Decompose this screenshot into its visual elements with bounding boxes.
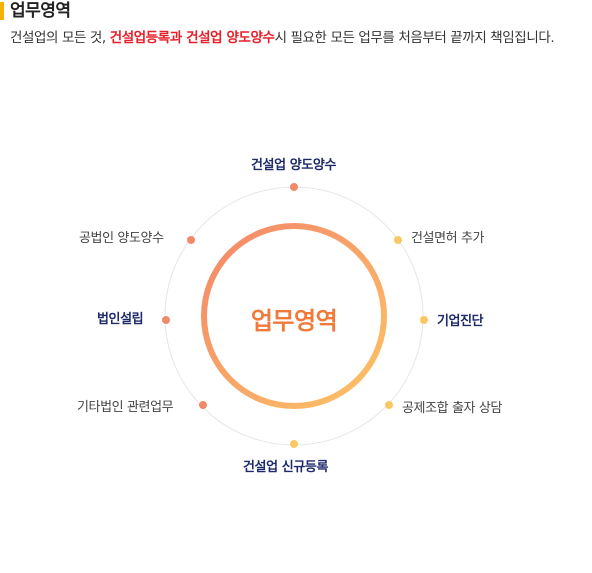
node-dot-transfer	[290, 183, 298, 191]
node-label-incorporation: 법인설립	[97, 312, 144, 327]
description-before: 건설업의 모든 것,	[10, 30, 110, 46]
node-dot-incorporation	[162, 316, 170, 324]
node-label-diagnosis: 기업진단	[437, 314, 484, 329]
node-dot-mutual-aid	[385, 401, 393, 409]
node-label-other-corporate: 기타법인 관련업무	[77, 400, 174, 415]
node-dot-license-add	[394, 236, 402, 244]
node-label-transfer: 건설업 양도양수	[251, 158, 337, 173]
page-title: 업무영역	[10, 1, 71, 21]
description-text: 건설업의 모든 것, 건설업등록과 건설업 양도양수시 필요한 모든 업무를 처…	[10, 28, 570, 49]
node-dot-new-registration	[290, 440, 298, 448]
node-label-public-transfer: 공법인 양도양수	[79, 231, 164, 246]
description-highlight: 건설업등록과 건설업 양도양수	[109, 30, 275, 46]
inner-gradient-ring	[201, 223, 387, 409]
node-dot-diagnosis	[420, 316, 428, 324]
title-accent-bar	[0, 2, 4, 20]
node-dot-public-transfer	[187, 236, 195, 244]
node-label-license-add: 건설면허 추가	[411, 231, 485, 246]
node-label-new-registration: 건설업 신규등록	[243, 460, 329, 475]
description-after: 시 필요한 모든 업무를 처음부터 끝까지 책임집니다.	[274, 30, 555, 46]
node-dot-other-corporate	[199, 401, 207, 409]
node-label-mutual-aid: 공제조합 출자 상담	[402, 401, 502, 416]
center-label: 업무영역	[250, 307, 338, 335]
